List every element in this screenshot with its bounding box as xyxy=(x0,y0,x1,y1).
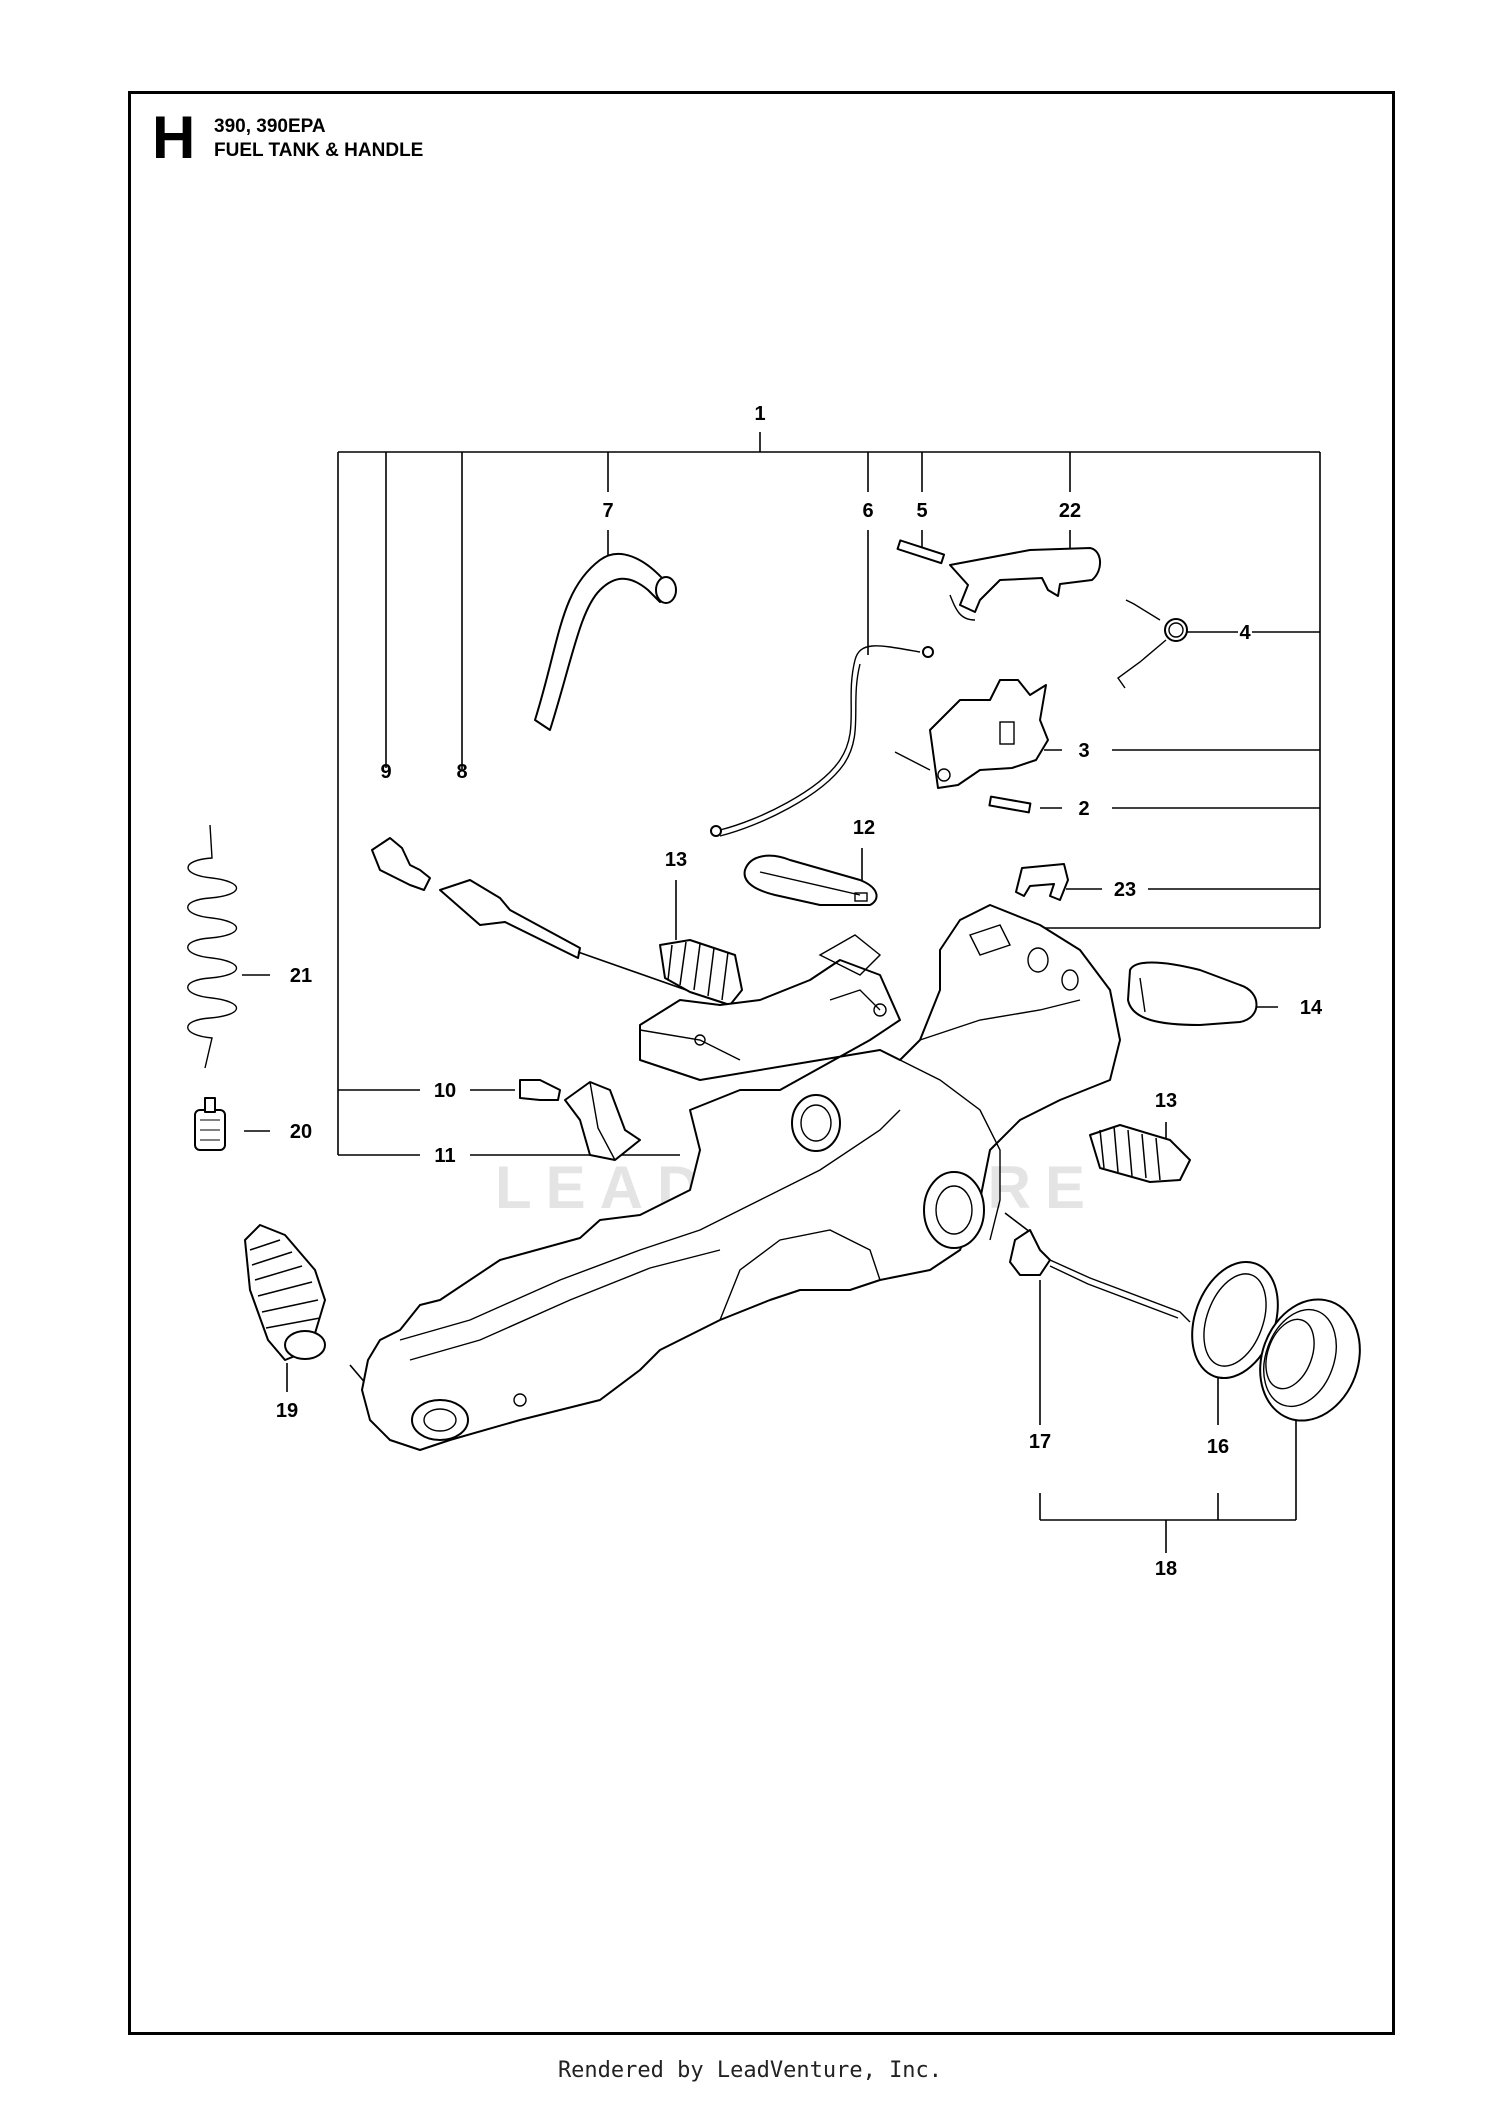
fuel-cap-part xyxy=(1259,1298,1361,1422)
dampener-part-13a xyxy=(659,939,743,1006)
handle-grip-part xyxy=(1127,961,1258,1026)
callout-12: 12 xyxy=(853,817,875,839)
bracket-assembly-1 xyxy=(337,432,1321,1156)
fuel-hose-part xyxy=(534,553,677,731)
callout-3: 3 xyxy=(1078,740,1089,762)
trigger-spring-part xyxy=(1117,599,1188,689)
callout-14: 14 xyxy=(1300,997,1323,1019)
throttle-trigger-part xyxy=(949,547,1101,621)
throttle-cable-part xyxy=(710,645,934,837)
callout-5: 5 xyxy=(916,500,927,522)
bracket-part-11 xyxy=(564,1081,641,1161)
diagram-frame xyxy=(128,91,1395,2035)
vent-part-17 xyxy=(1009,1229,1191,1323)
bolt-part-9 xyxy=(371,837,431,891)
callout-22: 22 xyxy=(1059,500,1081,522)
callout-13-lower: 13 xyxy=(1155,1090,1177,1112)
callout-23: 23 xyxy=(1114,879,1136,901)
callout-labels: 1 7 6 5 22 4 3 2 9 8 12 13 23 21 14 10 1… xyxy=(276,403,1323,1580)
callout-10: 10 xyxy=(434,1080,456,1102)
footer-credit: Rendered by LeadVenture, Inc. xyxy=(557,2058,943,2083)
dampener-part-13b xyxy=(1089,1124,1191,1183)
callout-2: 2 xyxy=(1078,798,1089,820)
callout-20: 20 xyxy=(290,1121,312,1143)
lockout-pin-part xyxy=(894,751,1032,814)
throttle-lockout-part xyxy=(929,679,1049,789)
callout-16: 16 xyxy=(1207,1436,1229,1458)
section-letter: H xyxy=(152,104,196,171)
callout-21: 21 xyxy=(290,965,312,987)
callout-1: 1 xyxy=(754,403,765,425)
clip-part xyxy=(1015,863,1069,901)
pin-part xyxy=(896,539,946,565)
fuel-filter-part xyxy=(194,1097,226,1151)
callout-19: 19 xyxy=(276,1400,298,1422)
callout-9: 9 xyxy=(380,761,391,783)
fuel-pickup-coil-part xyxy=(187,824,238,1069)
model-numbers: 390, 390EPA xyxy=(214,116,326,137)
diagram-title: FUEL TANK & HANDLE xyxy=(214,140,424,161)
callout-6: 6 xyxy=(862,500,873,522)
callout-8: 8 xyxy=(456,761,467,783)
callout-17: 17 xyxy=(1029,1431,1051,1453)
cover-part xyxy=(743,854,878,906)
callout-18: 18 xyxy=(1155,1558,1177,1580)
fuel-tank-handle-body-part xyxy=(361,904,1121,1451)
callout-4: 4 xyxy=(1239,622,1251,644)
callout-11: 11 xyxy=(434,1145,455,1167)
screw-part-10 xyxy=(519,1079,561,1101)
dampener-part-19 xyxy=(244,1224,326,1361)
callout-7: 7 xyxy=(602,500,613,522)
callout-13-upper: 13 xyxy=(665,849,687,871)
